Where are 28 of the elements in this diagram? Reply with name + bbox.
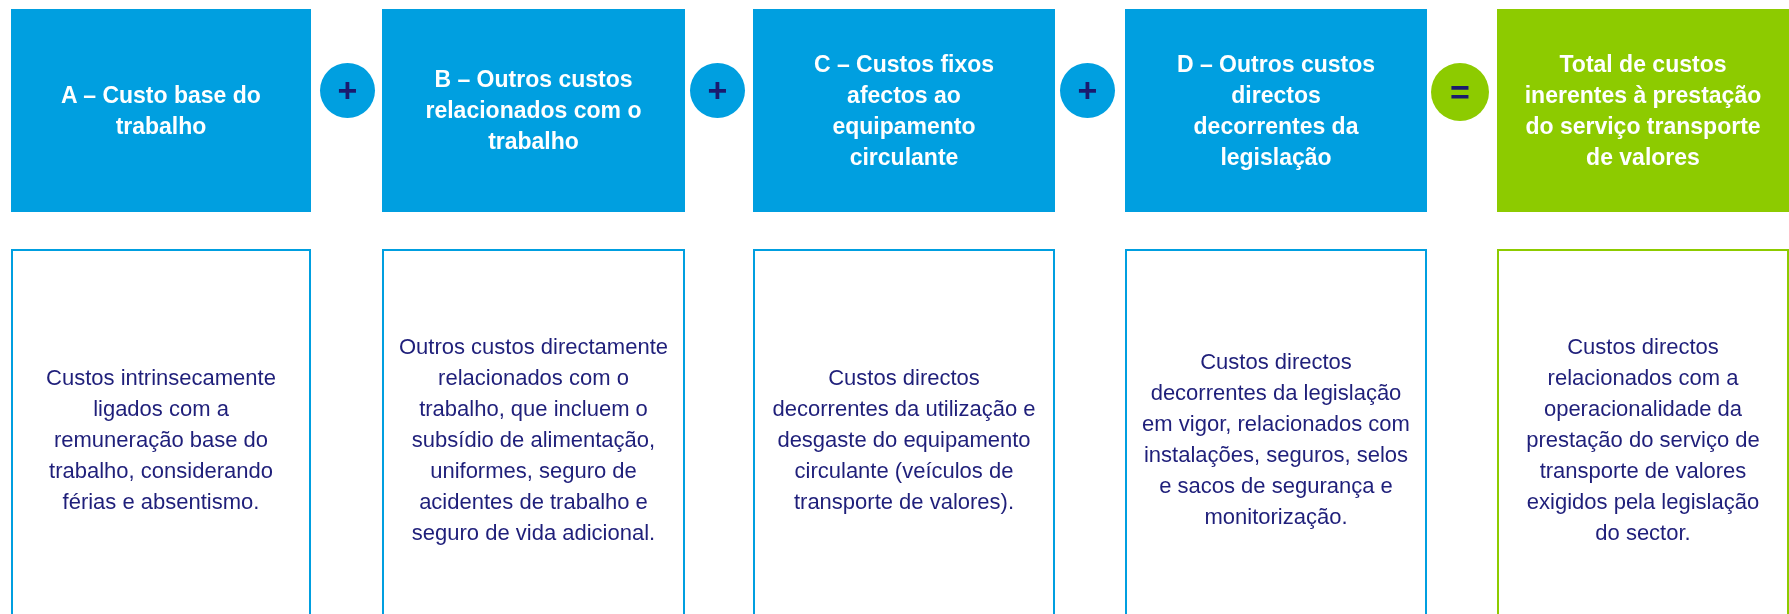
heading-text: B – Outros custos relacionados com o trabalho xyxy=(424,65,643,156)
description-box xyxy=(1497,249,1789,614)
plus-circle xyxy=(690,63,745,118)
heading-text: A – Custo base do trabalho xyxy=(60,80,262,141)
plus-circle xyxy=(320,63,375,118)
description-box xyxy=(11,249,311,614)
heading-text: C – Custos fixos afectos ao equipamento circulante xyxy=(812,49,996,172)
operator-sign: + xyxy=(1077,71,1098,110)
heading-text: D – Outros custos directos decorrentes da legislação xyxy=(1175,49,1377,172)
operator-sign: = xyxy=(1450,72,1470,112)
operator-sign: + xyxy=(707,71,728,110)
equals-circle xyxy=(1431,63,1489,121)
description-box xyxy=(753,249,1055,614)
description-text: Custos directos decorrentes da utilização e desgaste do equipamento circulante (veículos de transporte de valores). xyxy=(771,363,1037,516)
heading-text: Total de custos inerentes à prestação do serviço transporte de valores xyxy=(1523,49,1763,172)
description-text: Custos intrinsecamente ligados com a remuneração base do trabalho, considerando férias e absentismo. xyxy=(45,363,277,516)
cost-category-box xyxy=(753,9,1055,212)
description-text: Custos directos decorrentes da legislação em vigor, relacionados com instalações, seguros, selos e sacos de segurança e monitorização. xyxy=(1141,348,1411,531)
cost-category-box xyxy=(1125,9,1427,212)
plus-circle xyxy=(1060,63,1115,118)
total-cost-box xyxy=(1497,9,1789,212)
description-text: Outros custos directamente relacionados com o trabalho, que incluem o subsídio de alimentação, uniformes, seguro de acidentes de trabalho e seguro de vida adicional. xyxy=(398,332,669,547)
description-box xyxy=(1125,249,1427,614)
cost-category-box xyxy=(382,9,685,212)
description-text: Custos directos relacionados com a operacionalidade da prestação do serviço de transporte de valores exigidos pela legislação do sector. xyxy=(1525,332,1761,547)
description-box xyxy=(382,249,685,614)
operator-sign: + xyxy=(337,71,358,110)
cost-category-box xyxy=(11,9,311,212)
